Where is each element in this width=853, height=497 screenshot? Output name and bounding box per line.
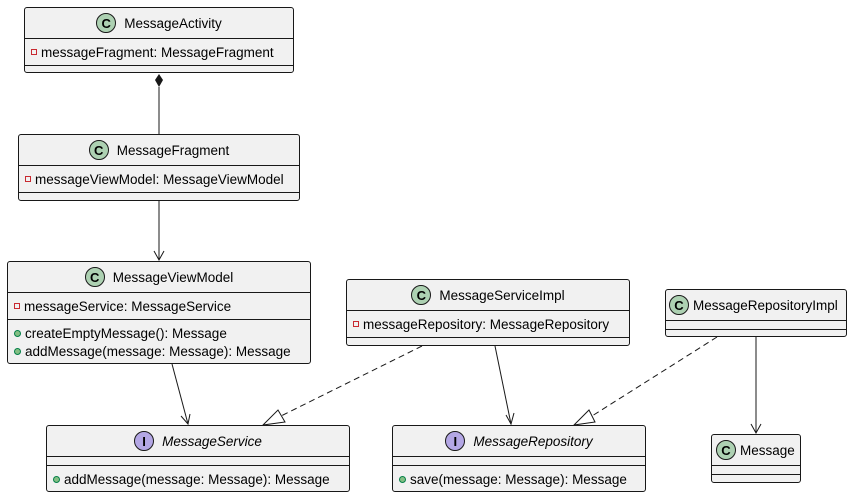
realization-line-repoimpl-repository — [591, 336, 718, 417]
methods-section — [19, 192, 299, 201]
arrowhead-repository — [505, 412, 515, 426]
class-name: MessageViewModel — [112, 269, 234, 285]
method-row: addMessage(message: Message): Message — [14, 342, 304, 360]
public-visibility-icon — [53, 475, 60, 483]
private-visibility-icon — [14, 303, 20, 309]
arrowhead-message — [750, 423, 762, 435]
methods-section — [666, 329, 846, 338]
composition-diamond — [155, 74, 163, 87]
fields-section — [47, 456, 349, 465]
class-header: C MessageActivity — [25, 8, 293, 38]
methods-section — [25, 65, 293, 74]
interface-messageservice: I MessageService addMessage(message: Mes… — [46, 425, 350, 492]
fields-section: messageRepository: MessageRepository — [347, 310, 629, 337]
class-badge-icon: C — [84, 267, 105, 287]
class-badge-icon: C — [411, 285, 432, 305]
public-visibility-icon — [14, 329, 21, 337]
interface-messagerepository: I MessageRepository save(message: Messag… — [392, 425, 646, 492]
class-messageserviceimpl: C MessageServiceImpl messageRepository: … — [346, 279, 630, 346]
class-header: C MessageServiceImpl — [347, 280, 629, 310]
class-name: Message — [740, 442, 795, 458]
fields-section: messageService: MessageService — [8, 292, 310, 319]
method-text: createEmptyMessage(): Message — [25, 325, 227, 341]
field-row: messageRepository: MessageRepository — [353, 315, 623, 333]
class-header: C MessageRepositoryImpl — [666, 290, 846, 320]
class-messagefragment: C MessageFragment messageViewModel: Mess… — [18, 134, 300, 201]
class-message: C Message — [711, 434, 801, 483]
method-row: addMessage(message: Message): Message — [53, 470, 343, 488]
arrowhead-service — [180, 413, 191, 426]
fields-section — [393, 456, 645, 465]
field-row: messageService: MessageService — [14, 297, 304, 315]
methods-section — [712, 474, 800, 483]
public-visibility-icon — [399, 475, 406, 483]
realization-triangle-service — [261, 409, 286, 426]
methods-section: createEmptyMessage(): Message addMessage… — [8, 319, 310, 364]
field-row: messageViewModel: MessageViewModel — [25, 170, 293, 188]
fields-section: messageFragment: MessageFragment — [25, 38, 293, 65]
field-row: messageFragment: MessageFragment — [31, 43, 287, 61]
public-visibility-icon — [14, 347, 21, 355]
field-text: messageService: MessageService — [24, 298, 232, 314]
interface-badge-icon: I — [134, 431, 155, 451]
fields-section: messageViewModel: MessageViewModel — [19, 165, 299, 192]
class-header: C MessageViewModel — [8, 262, 310, 292]
class-messageactivity: C MessageActivity messageFragment: Messa… — [24, 7, 294, 73]
arrowhead-viewmodel — [153, 250, 165, 262]
field-text: messageFragment: MessageFragment — [41, 44, 274, 60]
method-text: save(message: Message): Message — [410, 471, 627, 487]
interface-name: MessageService — [162, 433, 262, 449]
class-name: MessageServiceImpl — [439, 287, 565, 303]
association-line-viewmodel-service — [171, 363, 189, 425]
interface-header: I MessageRepository — [393, 426, 645, 456]
method-row: save(message: Message): Message — [399, 470, 639, 488]
methods-section: save(message: Message): Message — [393, 465, 645, 492]
class-badge-icon: C — [716, 440, 736, 460]
interface-badge-icon: I — [445, 431, 466, 451]
class-badge-icon: C — [96, 13, 117, 33]
realization-triangle-repository — [572, 409, 596, 426]
class-name: MessageFragment — [116, 142, 230, 158]
class-badge-icon: C — [669, 295, 689, 315]
interface-name: MessageRepository — [473, 433, 593, 449]
methods-section: addMessage(message: Message): Message — [47, 465, 349, 492]
class-header: C MessageFragment — [19, 135, 299, 165]
class-messageviewmodel: C MessageViewModel messageService: Messa… — [7, 261, 311, 364]
method-text: addMessage(message: Message): Message — [25, 343, 291, 359]
field-text: messageViewModel: MessageViewModel — [35, 171, 284, 187]
interface-header: I MessageService — [47, 426, 349, 456]
methods-section — [347, 337, 629, 346]
class-name: MessageRepositoryImpl — [693, 297, 838, 313]
fields-section — [666, 320, 846, 329]
field-text: messageRepository: MessageRepository — [363, 316, 610, 332]
private-visibility-icon — [353, 321, 359, 327]
fields-section — [712, 465, 800, 474]
class-messagerepositoryimpl: C MessageRepositoryImpl — [665, 289, 847, 337]
private-visibility-icon — [25, 176, 31, 182]
class-header: C Message — [712, 435, 800, 465]
class-name: MessageActivity — [124, 15, 222, 31]
method-row: createEmptyMessage(): Message — [14, 324, 304, 342]
private-visibility-icon — [31, 49, 37, 55]
association-line-serviceimpl-repository — [494, 345, 512, 425]
realization-line-serviceimpl-service — [280, 345, 423, 417]
class-badge-icon: C — [88, 140, 109, 160]
method-text: addMessage(message: Message): Message — [64, 471, 330, 487]
